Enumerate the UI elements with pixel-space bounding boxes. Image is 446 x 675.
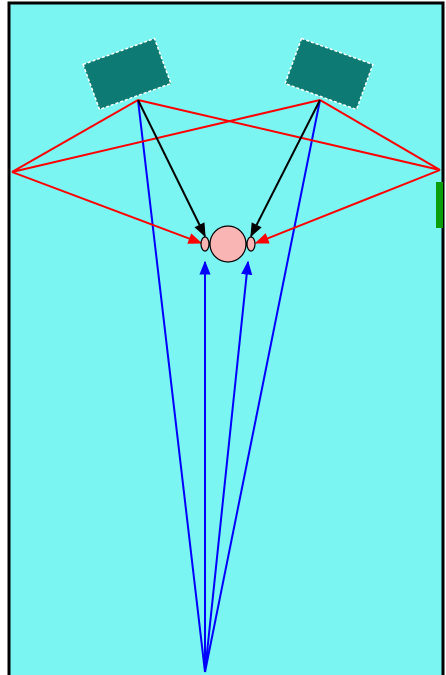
right-ear: [246, 236, 256, 252]
speaker-cabinet: [82, 37, 172, 111]
side-reflection-path: [11, 99, 139, 173]
listener-head: [200, 225, 256, 263]
direct-sound-paths: [137, 99, 321, 238]
direct-path-arrow: [250, 99, 321, 238]
listening-room: [7, 1, 445, 675]
rear-reflection-path: [137, 99, 206, 673]
left-speaker: [82, 37, 172, 111]
right-wall-marker: [436, 182, 443, 228]
side-wall-reflections: [11, 99, 441, 244]
side-reflection-arrow: [11, 171, 203, 244]
left-ear: [200, 236, 210, 252]
side-reflection-path: [11, 99, 321, 173]
side-reflection-path: [319, 99, 441, 171]
rear-reflection-arrow: [204, 260, 253, 673]
side-reflection-path: [137, 99, 441, 171]
rear-reflection-path: [204, 99, 321, 673]
head: [209, 225, 247, 263]
side-reflection-arrow: [254, 169, 441, 244]
rear-wall-reflections: [137, 99, 321, 673]
direct-path-arrow: [137, 99, 206, 238]
